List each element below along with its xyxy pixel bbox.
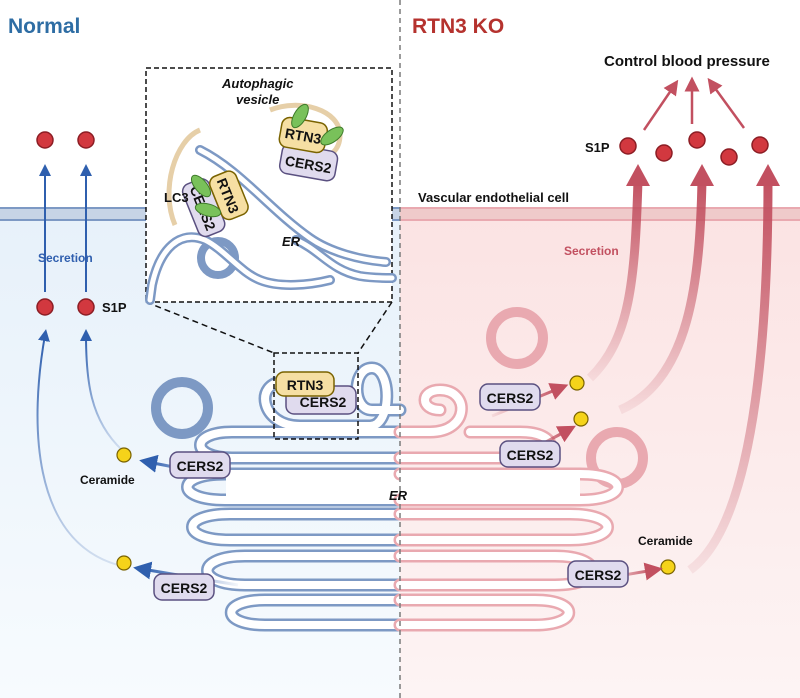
ko-secretion-arrow [586,179,643,382]
ceramide-dot [116,447,132,463]
svg-text:CERS2: CERS2 [507,447,554,463]
svg-text:CERS2: CERS2 [161,580,208,596]
vascular-endothelial-cell-label: Vascular endothelial cell [418,190,569,205]
ceramide-dot [573,411,589,427]
svg-text:CERS2: CERS2 [575,567,622,583]
svg-text:RTN3: RTN3 [287,377,324,393]
zoom-region-box [273,352,359,440]
ceramide-to-s1p-arrow [80,329,123,451]
cers2-protein: CERS2 [499,440,561,468]
s1p-dot-extracellular [36,131,54,149]
ko-s1p-label: S1P [585,140,610,155]
ko-secretion-label: Secretion [564,244,619,258]
ko-secretion-arrow [687,179,773,574]
zoom-connector [357,301,393,354]
control-blood-pressure-label: Control blood pressure [604,53,770,70]
normal-s1p-label: S1P [102,300,127,315]
rtn3-cers2-complex: CERS2 RTN3 [275,371,357,415]
s1p-dot-extracellular [619,137,637,155]
inset-er [145,145,397,305]
zoom-connector [145,301,275,354]
ko-title: RTN3 KO [412,15,504,38]
ko-secretion-arrowhead [756,164,780,186]
inset-rtn3-cers2-upper: CERS2 RTN3 [278,116,339,182]
ko-secretion-arrow [618,179,707,415]
inset-er-label: ER [282,234,301,249]
svg-text:RTN3: RTN3 [284,125,323,147]
ceramide-dot [569,375,585,391]
ko-plasma-membrane [400,207,800,221]
svg-text:CERS2: CERS2 [487,390,534,406]
s1p-dot-extracellular [77,131,95,149]
ko-secretion-arrowhead [690,164,714,186]
inset-panel: CERS2 RTN3 CERS2 RTN3 Autophagic vesicle… [145,67,397,305]
s1p-dot-intracellular [77,298,95,316]
normal-ceramide-label: Ceramide [80,473,135,487]
cers2-protein: CERS2 [153,573,215,601]
vesicle-label: vesicle [236,92,279,107]
autophagic-label: Autophagic [221,76,294,91]
s1p-dot-extracellular [688,131,706,149]
normal-title: Normal [8,15,80,38]
normal-secretion-label: Secretion [38,251,93,265]
normal-er-lumen [183,364,404,629]
s1p-dot-intracellular [36,298,54,316]
lc3-label: LC3 [164,190,189,205]
ko-ceramide-label: Ceramide [638,534,693,548]
s1p-dot-extracellular [655,144,673,162]
pressure-arrow [642,79,679,131]
svg-text:CERS2: CERS2 [300,394,347,410]
lc3-protein [190,103,344,218]
ceramide-dot [660,559,676,575]
pressure-arrow [707,77,746,129]
cers2-protein: CERS2 [169,451,231,479]
s1p-dot-extracellular [720,148,738,166]
cers2-protein: CERS2 [567,560,629,588]
normal-er-main-lumen [226,474,400,500]
ko-er-main-lumen [400,474,580,500]
s1p-dot-extracellular [751,136,769,154]
ko-secretion-arrowhead [626,164,650,186]
cers2-protein: CERS2 [479,383,541,411]
ceramide-to-s1p-arrow [36,329,119,566]
svg-text:CERS2: CERS2 [177,458,224,474]
er-label: ER [389,488,408,503]
ceramide-dot [116,555,132,571]
